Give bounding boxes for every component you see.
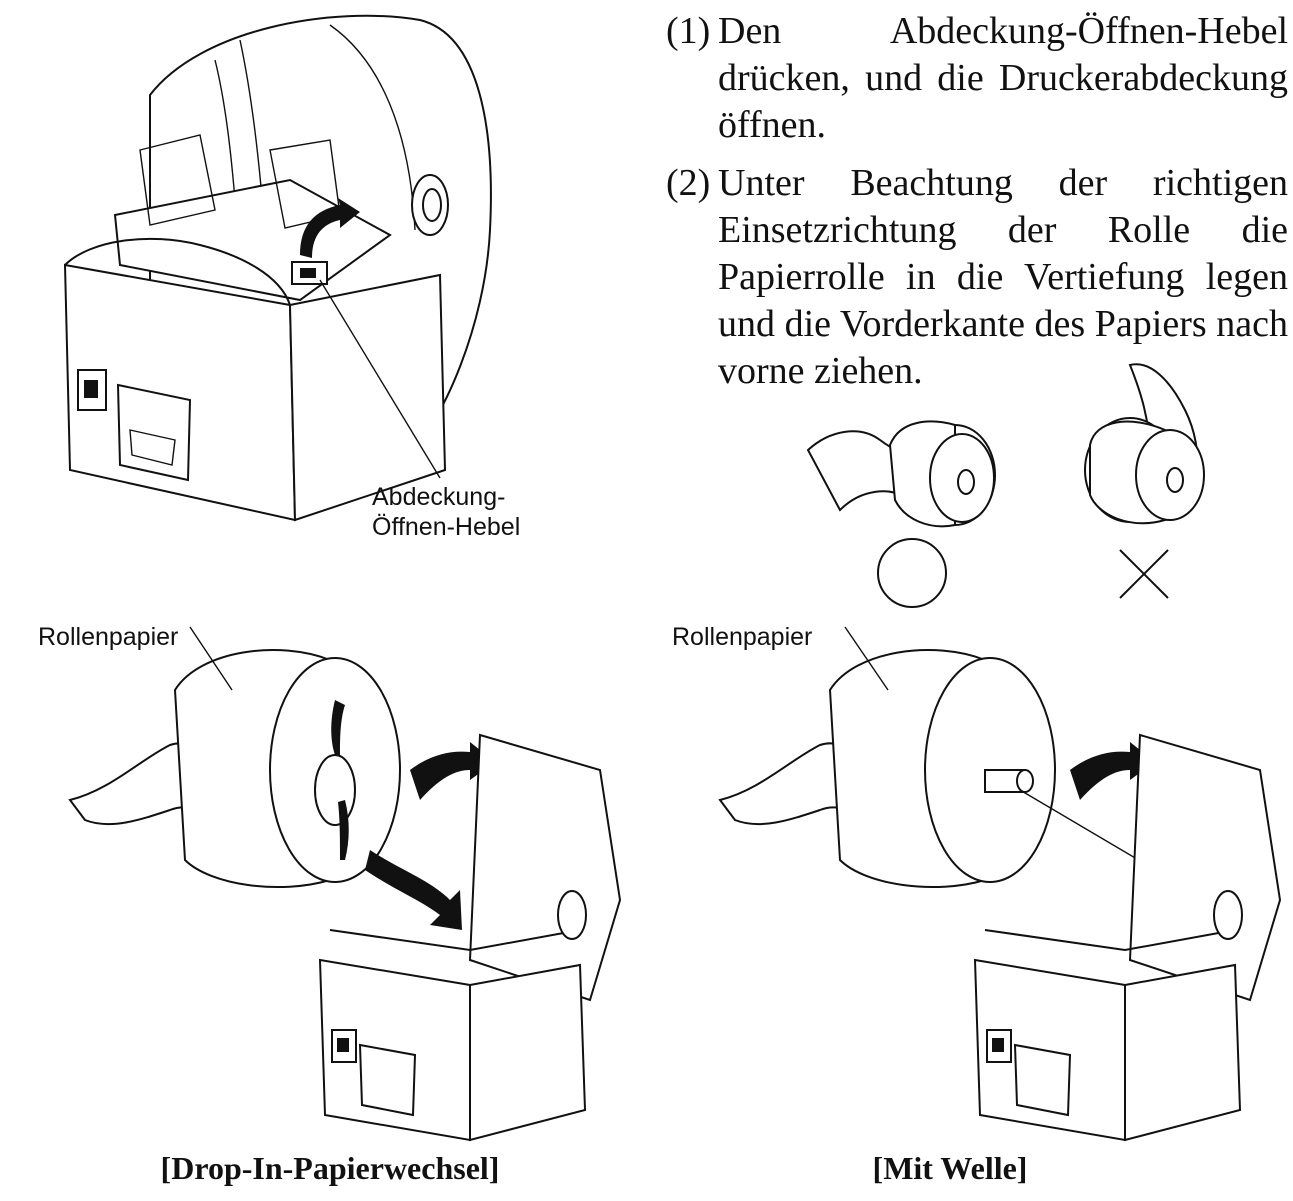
step-1-text: Den Abdeckung-Öffnen-Hebel drücken, und … bbox=[718, 10, 1288, 146]
step-2-text: Unter Beachtung der richtigen Einsetzric… bbox=[718, 162, 1288, 392]
roll-orientation-correct-illustration bbox=[806, 420, 996, 608]
caption-drop-in: [Drop-In-Papierwechsel] bbox=[160, 1150, 500, 1186]
step-1: (1) Den Abdeckung-Öffnen-Hebel drücken, … bbox=[666, 8, 1288, 158]
roll-orientation-wrong-illustration bbox=[1084, 363, 1205, 599]
cross-wrong-icon bbox=[1119, 549, 1169, 599]
with-shaft-illustration bbox=[718, 649, 1282, 1142]
step-2-number: (2) bbox=[666, 162, 711, 204]
lever-label-line2: Öffnen-Hebel bbox=[372, 513, 521, 541]
printer-closed-illustration bbox=[63, 14, 492, 522]
roll-paper-label-right: Rollenpapier bbox=[672, 623, 813, 651]
roll-paper-left-leader bbox=[189, 626, 233, 691]
caption-with-shaft: [Mit Welle] bbox=[872, 1150, 1028, 1186]
roll-paper-right-leader bbox=[844, 626, 889, 691]
roll-paper-label-left: Rollenpapier bbox=[38, 623, 179, 651]
step-1-number: (1) bbox=[666, 10, 711, 52]
circle-correct-icon bbox=[877, 538, 947, 608]
lever-label-line1: Abdeckung- bbox=[372, 483, 506, 511]
drop-in-illustration bbox=[68, 649, 622, 1142]
step-2: (2) Unter Beachtung der richtigen Einset… bbox=[666, 160, 1288, 400]
